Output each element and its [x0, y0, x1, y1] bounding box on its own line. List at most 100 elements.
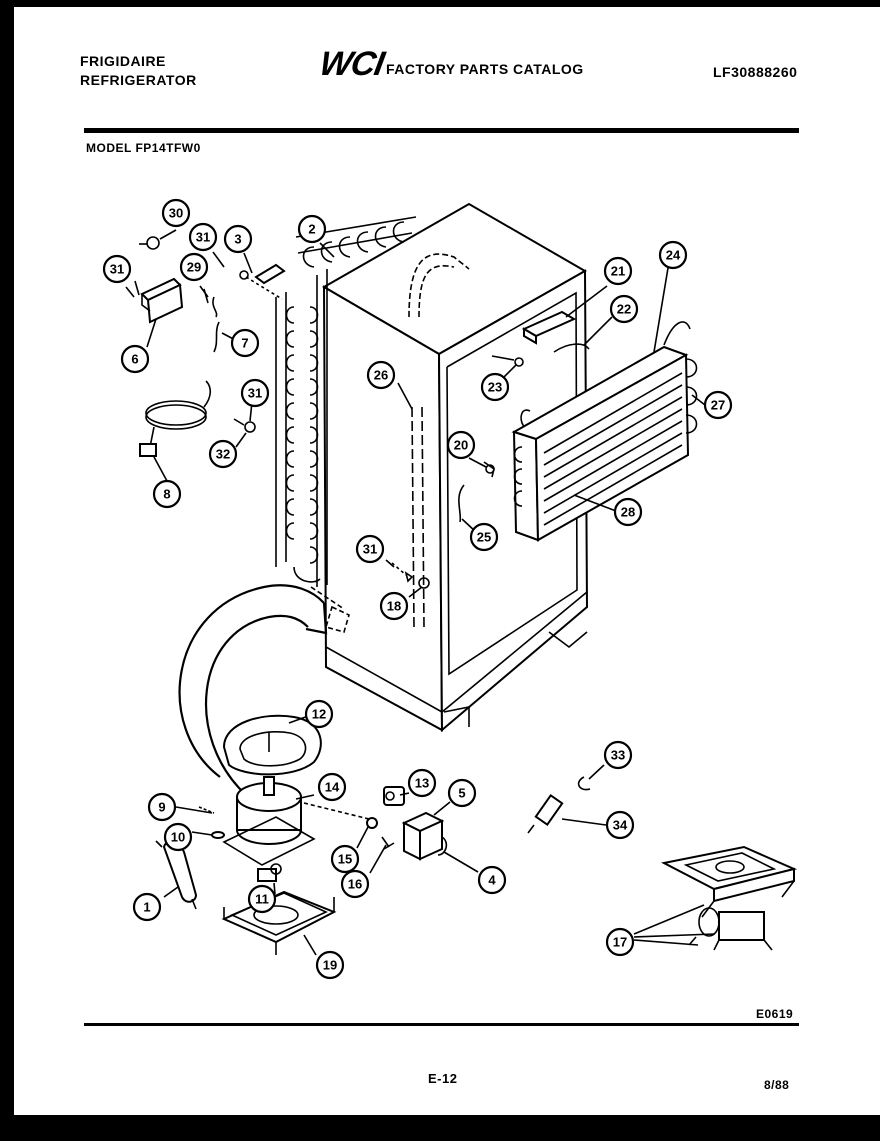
callout-7: 7 [230, 328, 260, 358]
callout-19: 19 [315, 950, 345, 980]
svg-text:2: 2 [308, 222, 315, 237]
callout-31-b: 31 [188, 222, 218, 252]
svg-text:31: 31 [196, 230, 210, 245]
svg-text:5: 5 [458, 786, 465, 801]
compressor-fittings [155, 806, 225, 910]
callout-26: 26 [366, 360, 396, 390]
svg-text:7: 7 [241, 336, 248, 351]
power-cord [139, 380, 212, 457]
callout-32: 32 [208, 439, 238, 469]
callout-31-d: 31 [355, 534, 385, 564]
page-number: E-12 [428, 1071, 458, 1086]
svg-text:20: 20 [454, 438, 468, 453]
callout-leaders [134, 229, 715, 956]
svg-text:12: 12 [312, 707, 326, 722]
brand-line-2: REFRIGERATOR [80, 72, 197, 88]
callout-16: 16 [340, 869, 370, 899]
catalog-title: FACTORY PARTS CATALOG [386, 61, 584, 77]
bracket-parts [125, 236, 286, 433]
drain-pan [222, 714, 322, 776]
exploded-parts-diagram: 1 2 3 4 5 6 7 8 9 10 11 12 13 14 15 16 1… [102, 198, 798, 980]
callout-30: 30 [161, 198, 191, 228]
svg-text:4: 4 [488, 873, 496, 888]
relay-overload [303, 786, 448, 861]
footer-rule [84, 1023, 799, 1026]
callout-28: 28 [613, 497, 643, 527]
callout-34: 34 [605, 810, 635, 840]
svg-text:24: 24 [666, 248, 681, 263]
svg-text:21: 21 [611, 264, 625, 279]
callout-21: 21 [603, 256, 633, 286]
callout-10: 10 [163, 822, 193, 852]
callout-15: 15 [330, 844, 360, 874]
callout-14: 14 [317, 772, 347, 802]
cabinet-small-parts [310, 310, 590, 633]
callout-9: 9 [147, 792, 177, 822]
svg-text:17: 17 [613, 935, 627, 950]
svg-text:16: 16 [348, 877, 362, 892]
svg-text:3: 3 [234, 232, 241, 247]
condenser-coil [275, 216, 417, 587]
compressor-assembly [221, 776, 337, 955]
callout-1: 1 [132, 892, 162, 922]
catalog-number: LF30888260 [713, 64, 798, 80]
svg-text:31: 31 [363, 542, 377, 557]
svg-text:19: 19 [323, 958, 337, 973]
callout-8: 8 [152, 479, 182, 509]
catalog-date: 8/88 [764, 1078, 790, 1092]
callout-3: 3 [223, 224, 253, 254]
svg-text:32: 32 [216, 447, 230, 462]
callout-11: 11 [247, 884, 277, 914]
svg-text:31: 31 [248, 386, 262, 401]
callout-25: 25 [469, 522, 499, 552]
svg-text:30: 30 [169, 206, 183, 221]
callout-6: 6 [120, 344, 150, 374]
evaporator-assembly [511, 321, 698, 542]
svg-text:10: 10 [171, 830, 185, 845]
svg-text:6: 6 [131, 352, 138, 367]
callout-13: 13 [407, 768, 437, 798]
svg-text:29: 29 [187, 260, 201, 275]
svg-text:26: 26 [374, 368, 388, 383]
callout-22: 22 [609, 294, 639, 324]
callout-18: 18 [379, 591, 409, 621]
svg-text:33: 33 [611, 748, 625, 763]
parts-catalog-page: FRIGIDAIRE REFRIGERATOR WCI FACTORY PART… [14, 7, 880, 1115]
svg-text:13: 13 [415, 776, 429, 791]
svg-text:25: 25 [477, 530, 491, 545]
callout-12: 12 [304, 699, 334, 729]
callout-31-c: 31 [240, 378, 270, 408]
callout-23: 23 [480, 372, 510, 402]
callout-20: 20 [446, 430, 476, 460]
svg-text:28: 28 [621, 505, 635, 520]
callout-4: 4 [477, 865, 507, 895]
svg-text:9: 9 [158, 800, 165, 815]
assembly-arrow [178, 584, 328, 796]
side-tubing [408, 253, 470, 628]
svg-text:18: 18 [387, 599, 401, 614]
drawing-code: E0619 [756, 1007, 794, 1021]
refrigerator-cabinet [322, 202, 589, 733]
callout-2: 2 [297, 214, 327, 244]
svg-text:15: 15 [338, 852, 352, 867]
fan-assembly [661, 845, 798, 951]
callout-17: 17 [605, 927, 635, 957]
model-number: MODEL FP14TFW0 [86, 141, 201, 155]
callout-5: 5 [447, 778, 477, 808]
callout-29: 29 [179, 252, 209, 282]
header-rule [84, 128, 799, 133]
callout-24: 24 [658, 240, 688, 270]
svg-text:31: 31 [110, 262, 124, 277]
svg-text:34: 34 [613, 818, 628, 833]
svg-text:22: 22 [617, 302, 631, 317]
brand-line-1: FRIGIDAIRE [80, 53, 166, 69]
callout-33: 33 [603, 740, 633, 770]
svg-text:8: 8 [163, 487, 170, 502]
capacitor-parts [527, 776, 591, 834]
svg-text:14: 14 [325, 780, 340, 795]
svg-text:23: 23 [488, 380, 502, 395]
svg-text:1: 1 [143, 900, 150, 915]
svg-text:27: 27 [711, 398, 725, 413]
callout-27: 27 [703, 390, 733, 420]
callout-31-a: 31 [102, 254, 132, 284]
